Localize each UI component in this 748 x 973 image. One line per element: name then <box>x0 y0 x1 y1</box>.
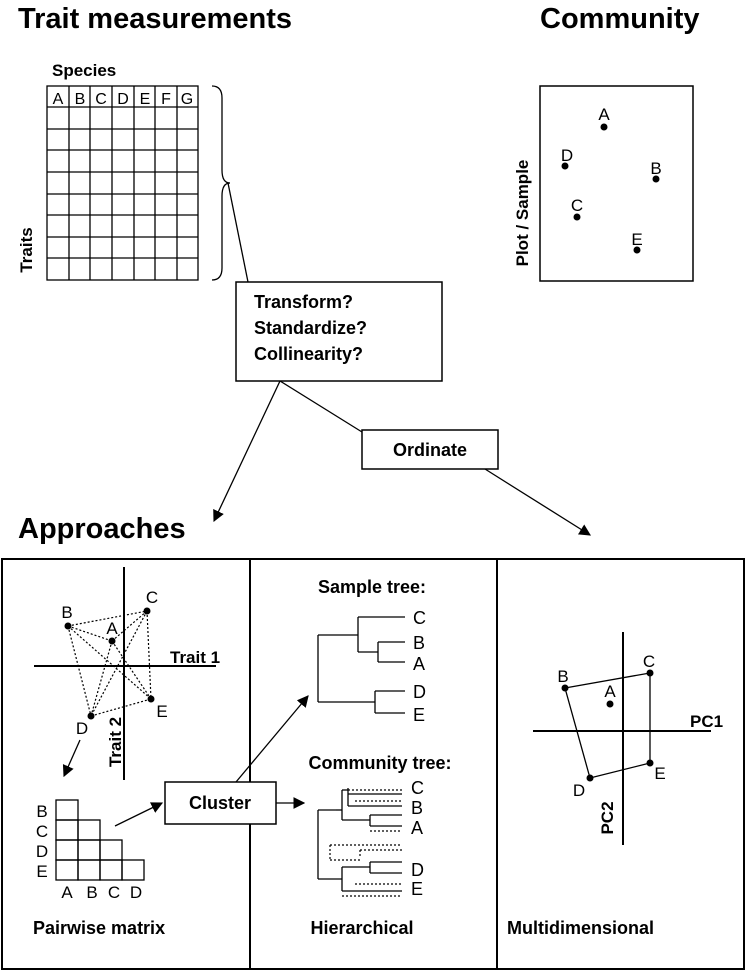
community-tree-leaf-c: C <box>411 778 424 798</box>
trait-matrix: Species A B C D E F G Traits <box>17 61 231 281</box>
ordinate-label: Ordinate <box>393 440 467 460</box>
hierarchical-caption: Hierarchical <box>310 918 413 938</box>
traits-brace <box>211 85 231 281</box>
matrix-to-cluster-arrow <box>114 802 164 827</box>
trait2-label: Trait 2 <box>106 717 125 767</box>
pc-label-e: E <box>654 764 665 783</box>
pairwise-point-a <box>108 637 116 645</box>
community-tree-leaf-d: D <box>411 860 424 880</box>
standardize-label: Standardize? <box>254 318 367 338</box>
community-label-c: C <box>571 196 583 215</box>
arrow-to-multidimensional <box>484 468 591 536</box>
community-tree-leaf-a: A <box>411 818 423 838</box>
pc-label-c: C <box>643 652 655 671</box>
preprocess-box: Transform? Standardize? Collinearity? <box>235 281 443 382</box>
transform-label: Transform? <box>254 292 353 312</box>
community-point-b <box>652 175 660 183</box>
pc1-label: PC1 <box>690 712 723 731</box>
pc-label-a: A <box>604 682 616 701</box>
pc-point-b <box>561 684 569 692</box>
preprocess-to-ordinate-line <box>279 380 363 433</box>
community-label-b: B <box>650 159 661 178</box>
species-headers: A B C D E F G <box>53 91 194 108</box>
sample-tree-title: Sample tree: <box>318 577 426 597</box>
community-label-a: A <box>598 105 610 124</box>
pairwise-label-b: B <box>61 603 72 622</box>
pairwise-point-d <box>87 712 95 720</box>
community-point-a <box>600 123 608 131</box>
community-plot: Plot / Sample A D B C E <box>513 85 694 282</box>
traits-label: Traits <box>17 227 36 272</box>
species-label-g: G <box>181 91 193 108</box>
sample-tree-leaf-b: B <box>413 633 425 653</box>
brace-to-preprocess-line <box>227 182 249 283</box>
pairwise-label-e: E <box>156 702 167 721</box>
species-label-d: D <box>117 91 129 108</box>
species-label-a: A <box>53 91 64 108</box>
matrix-row-e: E <box>36 862 47 881</box>
pc-point-c <box>646 669 654 677</box>
multidimensional-caption: Multidimensional <box>507 918 654 938</box>
scatter-to-matrix-arrow <box>62 739 81 778</box>
pc-point-d <box>586 774 594 782</box>
sample-tree <box>317 616 405 714</box>
sample-tree-leaf-e: E <box>413 705 425 725</box>
matrix-row-b: B <box>36 802 47 821</box>
approaches-panels <box>1 558 745 970</box>
matrix-col-a: A <box>61 883 73 902</box>
species-label: Species <box>52 61 116 80</box>
multidimensional-panel: PC1 PC2 B A C D E Multidimensional <box>507 632 723 938</box>
community-tree-title: Community tree: <box>308 753 451 773</box>
matrix-col-b: B <box>86 883 97 902</box>
pairwise-label-c: C <box>146 588 158 607</box>
ordinate-box: Ordinate <box>361 429 499 470</box>
matrix-col-c: C <box>108 883 120 902</box>
pairwise-point-b <box>64 622 72 630</box>
collinearity-label: Collinearity? <box>254 344 363 364</box>
community-point-d <box>561 162 569 170</box>
arrow-to-approaches <box>213 380 281 523</box>
approaches-heading: Approaches <box>18 513 186 545</box>
pc-point-e <box>646 759 654 767</box>
community-tree-leaf-e: E <box>411 879 423 899</box>
matrix-row-d: D <box>36 842 48 861</box>
pairwise-panel: Trait 1 Trait 2 B A C D E <box>33 567 220 938</box>
species-label-f: F <box>161 91 171 108</box>
pc-point-a <box>606 700 614 708</box>
matrix-col-d: D <box>130 883 142 902</box>
trait1-label: Trait 1 <box>170 648 220 667</box>
community-tree <box>317 788 402 897</box>
cluster-box: Cluster <box>164 781 277 825</box>
sample-tree-leaf-d: D <box>413 682 426 702</box>
matrix-row-c: C <box>36 822 48 841</box>
community-point-e <box>633 246 641 254</box>
pairwise-point-e <box>147 695 155 703</box>
species-label-c: C <box>95 91 107 108</box>
pairwise-distance-lines <box>67 610 152 717</box>
community-tree-leaf-b: B <box>411 798 423 818</box>
pc-label-d: D <box>573 781 585 800</box>
species-label-b: B <box>75 91 86 108</box>
community-point-c <box>573 213 581 221</box>
trait-measurements-heading: Trait measurements <box>18 3 292 35</box>
community-label-e: E <box>631 230 642 249</box>
species-label-e: E <box>140 91 151 108</box>
sample-tree-leaf-a: A <box>413 654 425 674</box>
pairwise-caption: Pairwise matrix <box>33 918 165 938</box>
pc-label-b: B <box>557 667 568 686</box>
pairwise-point-c <box>143 607 151 615</box>
pairwise-label-d: D <box>76 719 88 738</box>
trait-grid <box>46 85 199 281</box>
plot-sample-label: Plot / Sample <box>513 160 532 267</box>
community-heading: Community <box>540 3 700 35</box>
sample-tree-leaf-c: C <box>413 608 426 628</box>
hierarchical-panel: Sample tree: C B A D E Community tree: <box>308 577 451 938</box>
cluster-to-sample-tree-arrow <box>235 695 309 783</box>
pairwise-triangular-matrix <box>55 799 145 881</box>
community-label-d: D <box>561 146 573 165</box>
pairwise-label-a: A <box>106 619 118 638</box>
pc2-label: PC2 <box>598 801 617 834</box>
cluster-label: Cluster <box>189 793 251 813</box>
